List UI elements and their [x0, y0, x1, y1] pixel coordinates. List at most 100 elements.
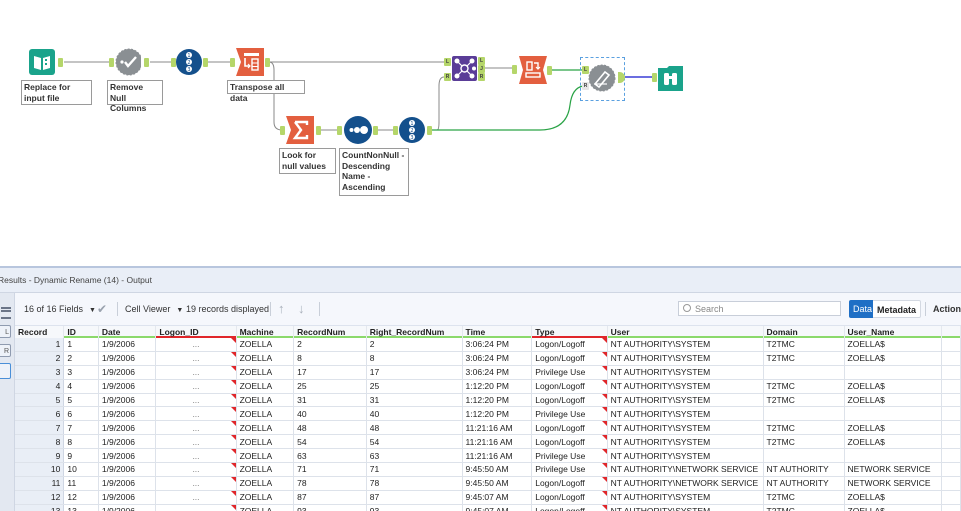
record-number-cell[interactable]: 2	[15, 351, 65, 366]
table-cell[interactable]: 71	[366, 462, 463, 477]
output-anchor[interactable]	[427, 126, 432, 135]
table-cell[interactable]	[844, 406, 942, 422]
table-cell[interactable]: Logon/Logoff	[531, 434, 608, 450]
table-cell[interactable]: T2TMC	[763, 490, 845, 505]
output-anchor-button[interactable]	[0, 363, 11, 379]
table-cell[interactable]: ZOELLA$	[844, 351, 942, 366]
table-cell[interactable]: 1:12:20 PM	[462, 393, 533, 408]
table-cell[interactable]: ZOELLA$	[844, 504, 942, 511]
table-cell[interactable]: ...	[155, 420, 237, 436]
table-cell[interactable]: ...	[155, 448, 237, 464]
table-cell[interactable]: ZOELLA$	[844, 379, 942, 394]
table-cell[interactable]: 40	[293, 406, 367, 422]
join-left-anchor[interactable]: L	[444, 58, 451, 66]
column-header[interactable]: Time	[462, 326, 533, 338]
table-cell[interactable]: ...	[155, 434, 237, 450]
table-cell[interactable]: 1/9/2006	[98, 420, 157, 436]
table-cell[interactable]: ...	[155, 351, 237, 366]
table-cell[interactable]	[763, 365, 845, 380]
arrow-down-icon[interactable]: ↓	[298, 301, 305, 316]
record-number-cell[interactable]: 5	[15, 393, 65, 408]
table-cell[interactable]: 40	[366, 406, 463, 422]
table-cell[interactable]: ZOELLA	[236, 434, 295, 450]
table-cell[interactable]: Privilege Use	[531, 365, 608, 380]
table-cell[interactable]: NETWORK SERVICE	[844, 462, 942, 477]
table-cell[interactable]: 1/9/2006	[98, 351, 157, 366]
table-cell[interactable]: 54	[366, 434, 463, 450]
table-cell[interactable]: 3:06:24 PM	[462, 338, 533, 352]
table-cell[interactable]: 48	[293, 420, 367, 436]
browse-tool[interactable]	[658, 66, 683, 91]
table-cell[interactable]: ZOELLA$	[844, 420, 942, 436]
table-cell[interactable]: 9:45:50 AM	[462, 462, 533, 477]
table-cell[interactable]	[844, 448, 942, 464]
table-cell[interactable]: Logon/Logoff	[531, 338, 608, 352]
record-number-cell[interactable]: 4	[15, 379, 65, 394]
table-cell[interactable]: ...	[155, 490, 237, 505]
table-cell[interactable]: 7	[63, 420, 99, 436]
table-cell[interactable]: 1/9/2006	[98, 379, 157, 394]
record-number-cell[interactable]: 3	[15, 365, 65, 380]
table-cell[interactable]: T2TMC	[763, 504, 845, 511]
table-cell[interactable]: ...	[155, 406, 237, 422]
table-cell[interactable]: NT AUTHORITY	[763, 462, 845, 477]
column-header[interactable]: User	[607, 326, 764, 338]
output-anchor[interactable]	[58, 58, 63, 67]
table-cell[interactable]: Logon/Logoff	[531, 379, 608, 394]
table-cell[interactable]: T2TMC	[763, 393, 845, 408]
table-cell[interactable]: T2TMC	[763, 379, 845, 394]
table-cell[interactable]: ZOELLA$	[844, 393, 942, 408]
table-cell[interactable]: 25	[293, 379, 367, 394]
table-cell[interactable]: 6	[63, 406, 99, 422]
table-cell[interactable]: 12	[63, 490, 99, 505]
table-cell[interactable]: NT AUTHORITY\SYSTEM	[607, 379, 764, 394]
table-cell[interactable]: ZOELLA$	[844, 490, 942, 505]
table-cell[interactable]: NT AUTHORITY\SYSTEM	[607, 434, 764, 450]
table-cell[interactable]	[941, 406, 961, 422]
table-cell[interactable]: Privilege Use	[531, 462, 608, 477]
table-cell[interactable]: 2	[366, 338, 463, 352]
table-cell[interactable]	[941, 365, 961, 380]
table-cell[interactable]: 1/9/2006	[98, 504, 157, 511]
table-row[interactable]: 13131/9/2006...ZOELLA93939:45:07 AMLogon…	[15, 504, 961, 511]
table-cell[interactable]: 93	[293, 504, 367, 511]
table-cell[interactable]	[763, 406, 845, 422]
column-header[interactable]: Type	[531, 326, 608, 338]
table-cell[interactable]	[763, 448, 845, 464]
table-cell[interactable]: NT AUTHORITY\SYSTEM	[607, 420, 764, 436]
table-cell[interactable]	[941, 490, 961, 505]
table-cell[interactable]: NT AUTHORITY\NETWORK SERVICE	[607, 462, 764, 477]
column-header[interactable]: User_Name	[844, 326, 942, 338]
actions-menu[interactable]: Actions	[933, 304, 961, 314]
table-cell[interactable]: 25	[366, 379, 463, 394]
dynamic-rename-tool[interactable]	[588, 64, 616, 92]
table-cell[interactable]: 1/9/2006	[98, 490, 157, 505]
output-anchor[interactable]	[265, 58, 270, 67]
table-cell[interactable]: 1/9/2006	[98, 462, 157, 477]
column-header[interactable]: Domain	[763, 326, 845, 338]
table-cell[interactable]: 11:21:16 AM	[462, 434, 533, 450]
table-cell[interactable]: Logon/Logoff	[531, 476, 608, 491]
output-anchor[interactable]	[316, 126, 321, 135]
table-cell[interactable]: Logon/Logoff	[531, 490, 608, 505]
table-cell[interactable]: T2TMC	[763, 420, 845, 436]
table-cell[interactable]: 3:06:24 PM	[462, 351, 533, 366]
join-join-output-anchor[interactable]: J	[478, 65, 485, 73]
table-cell[interactable]: 11:21:16 AM	[462, 448, 533, 464]
table-cell[interactable]: Logon/Logoff	[531, 420, 608, 436]
input-anchor[interactable]	[280, 126, 285, 135]
record-number-cell[interactable]: 7	[15, 420, 65, 436]
table-cell[interactable]: 78	[293, 476, 367, 491]
input-data-tool[interactable]	[29, 49, 55, 75]
table-cell[interactable]: 11:21:16 AM	[462, 420, 533, 436]
table-cell[interactable]: 5	[63, 393, 99, 408]
table-cell[interactable]: ZOELLA	[236, 448, 295, 464]
table-cell[interactable]: 3:06:24 PM	[462, 365, 533, 380]
output-anchor[interactable]	[373, 126, 378, 135]
